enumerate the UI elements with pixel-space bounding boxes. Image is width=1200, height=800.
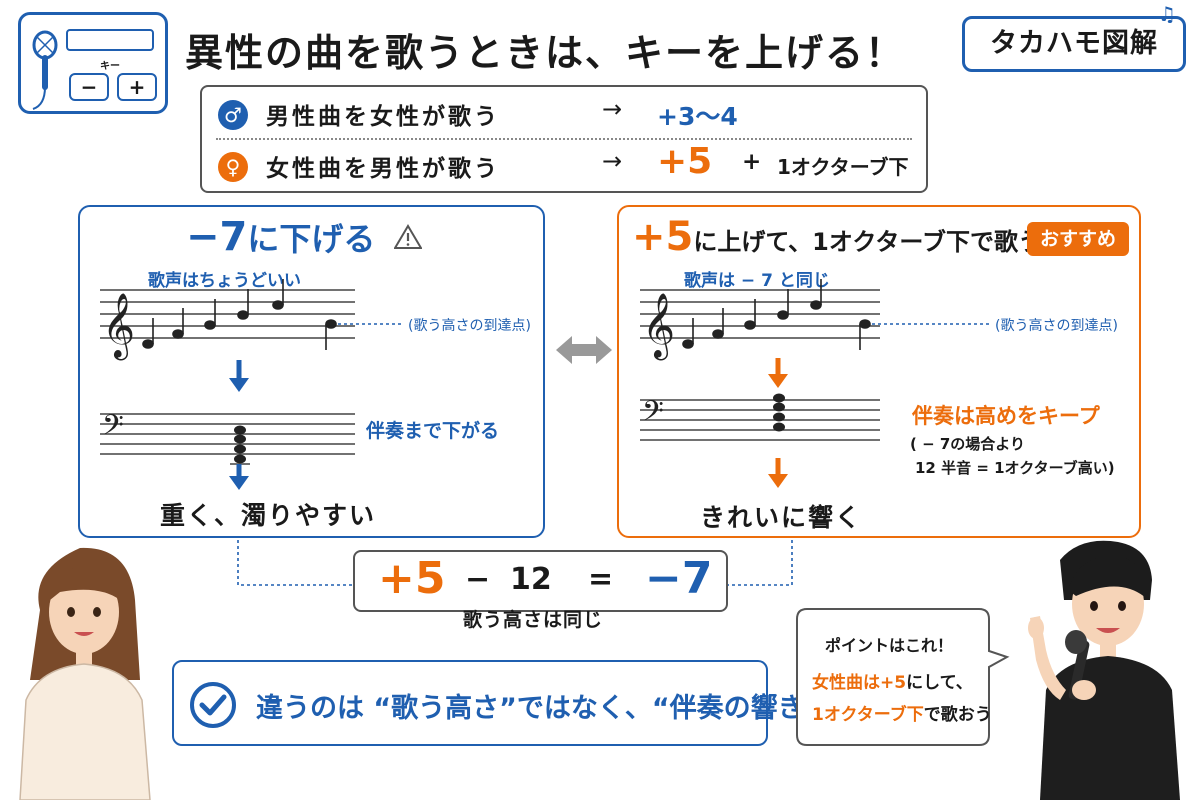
man-illustration bbox=[1028, 540, 1180, 800]
rule2-octave: 1オクターブ下 bbox=[777, 155, 909, 179]
point-quote-1: “歌う高さ” bbox=[373, 693, 517, 724]
point-quote-2: “伴奏の響き” bbox=[651, 693, 823, 724]
point-mid: ではなく、 bbox=[516, 693, 652, 724]
microphone-icon bbox=[32, 30, 58, 110]
equation-connector-right bbox=[728, 540, 793, 586]
female-symbol-icon: ♀ bbox=[218, 152, 248, 182]
right-bass-sub2: 12 半音 = 1オクターブ高い) bbox=[915, 459, 1115, 477]
rule1-arrow: → bbox=[602, 95, 623, 123]
right-voice-label: 歌声は − 7 と同じ bbox=[684, 271, 830, 291]
speech-bubble bbox=[796, 608, 1010, 746]
key-label: キー bbox=[100, 61, 120, 72]
rule2-plus: + bbox=[742, 149, 762, 175]
key-minus-button[interactable]: − bbox=[69, 73, 109, 101]
key-display bbox=[66, 29, 154, 51]
rule2-arrow: → bbox=[602, 147, 623, 175]
brand-badge: タカハモ図解 bbox=[962, 16, 1186, 72]
rule2-text: 女性曲を男性が歌う bbox=[266, 156, 500, 182]
speech-heading: ポイントはこれ！ bbox=[825, 636, 954, 655]
right-bass-note: 伴奏は高めをキープ bbox=[912, 404, 1100, 428]
check-circle-icon bbox=[190, 682, 236, 728]
key-point-box bbox=[172, 660, 768, 746]
speech-line1-highlight: 女性曲は+5 bbox=[812, 673, 907, 693]
key-control-panel: キー − + bbox=[18, 12, 168, 114]
key-plus-button[interactable]: + bbox=[117, 73, 157, 101]
speech-line-1: 女性曲は+5にして、 bbox=[812, 668, 973, 693]
left-result: 重く、濁りやすい bbox=[160, 501, 377, 530]
rule2-value: +5 bbox=[657, 141, 713, 182]
equation-equals: = bbox=[588, 562, 614, 597]
equation-minus-seven: −7 bbox=[645, 553, 713, 604]
recommended-badge: おすすめ bbox=[1027, 222, 1129, 256]
left-title-value: −7 bbox=[186, 214, 248, 260]
right-title-value: +5 bbox=[632, 214, 694, 260]
equation-caption: 歌う高さは同じ bbox=[463, 609, 604, 631]
speech-line-2: 1オクターブ下で歌おう bbox=[812, 700, 992, 725]
speech-line2-highlight: 1オクターブ下 bbox=[812, 705, 924, 725]
rule-male-to-female: ♂ 男性曲を女性が歌う → +3〜4 bbox=[202, 89, 926, 139]
equation-plus-five: +5 bbox=[378, 553, 446, 604]
right-result: きれいに響く bbox=[700, 503, 863, 532]
left-bass-note: 伴奏まで下がる bbox=[366, 420, 500, 442]
left-reach-label: (歌う高さの到達点) bbox=[408, 318, 531, 334]
right-reach-label: (歌う高さの到達点) bbox=[995, 318, 1118, 334]
equation-connector-left bbox=[237, 540, 352, 586]
equation-minus: − bbox=[465, 562, 491, 597]
rules-divider bbox=[216, 138, 912, 140]
woman-illustration bbox=[19, 547, 151, 800]
equation-box bbox=[353, 550, 728, 612]
rule1-text: 男性曲を女性が歌う bbox=[266, 104, 500, 130]
compare-double-arrow-icon bbox=[556, 336, 612, 364]
panel-raise-five bbox=[617, 205, 1141, 538]
left-title-rest: に下げる bbox=[247, 220, 376, 258]
page-title: 異性の曲を歌うときは、キーを上げる！ bbox=[185, 31, 906, 75]
music-note-icon: ♫ bbox=[1158, 2, 1176, 26]
key-rules-box: ♂ 男性曲を女性が歌う → +3〜4 ♀ 女性曲を男性が歌う → +5 + 1オ… bbox=[200, 85, 928, 193]
right-title-rest: に上げて、1オクターブ下で歌う bbox=[693, 228, 1042, 256]
left-panel-title: −7に下げる bbox=[186, 214, 375, 260]
panel-lower-seven bbox=[78, 205, 545, 538]
right-panel-title: +5に上げて、1オクターブ下で歌う bbox=[632, 214, 1042, 260]
left-voice-label: 歌声はちょうどいい bbox=[148, 271, 301, 291]
equation-twelve: 12 bbox=[510, 562, 552, 597]
point-pre: 違うのは bbox=[256, 693, 364, 724]
warning-icon bbox=[394, 224, 422, 249]
speech-line2-rest: で歌おう bbox=[923, 705, 992, 725]
rule1-value: +3〜4 bbox=[657, 102, 738, 131]
speech-line1-rest: にして、 bbox=[906, 673, 973, 693]
key-point-text: 違うのは “歌う高さ”ではなく、“伴奏の響き”！ bbox=[256, 686, 849, 725]
right-bass-sub1: ( − 7の場合より bbox=[910, 435, 1026, 453]
rule-female-to-male: ♀ 女性曲を男性が歌う → +5 + 1オクターブ下 bbox=[202, 141, 926, 191]
male-symbol-icon: ♂ bbox=[218, 100, 248, 130]
